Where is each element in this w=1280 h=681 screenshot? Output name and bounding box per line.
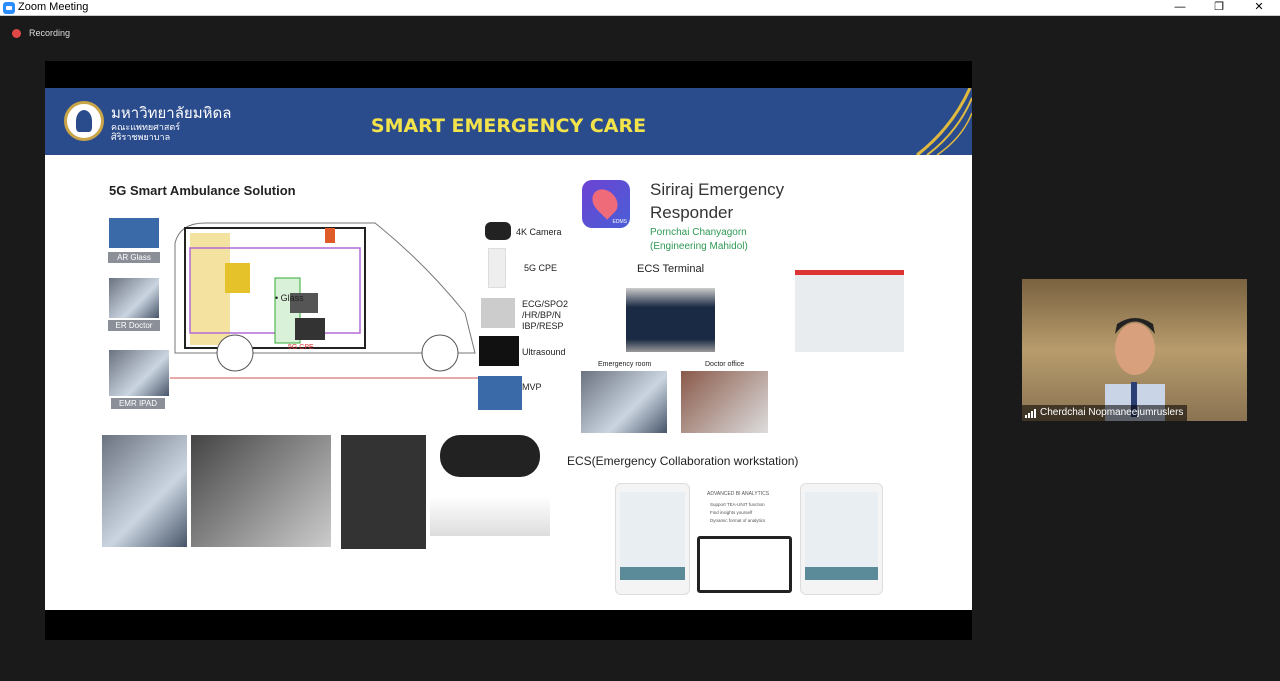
patient-monitor-image — [481, 298, 515, 328]
mahidol-seal-logo — [64, 101, 104, 141]
emergency-room-caption: Emergency room — [598, 361, 652, 368]
hospital-name: ศิริราชพยาบาล — [111, 132, 171, 142]
doctor-office-photo — [681, 371, 768, 433]
recording-label[interactable]: Recording — [29, 28, 71, 38]
participant-video-tile[interactable]: Cherdchai Nopmaneejumruslers — [1022, 279, 1247, 421]
device-4k-camera: 4K Camera — [516, 227, 562, 237]
workstation-photo — [191, 435, 331, 547]
device-vitals-monitor: ECG/SPO2 /HR/BP/N IBP/RESP — [522, 299, 569, 331]
university-name: มหาวิทยาลัยมหิดล — [111, 105, 232, 122]
participant-video-feed — [1105, 318, 1165, 421]
recording-icon — [12, 29, 21, 38]
emergency-room-photo — [581, 371, 667, 433]
5g-cpe-image — [488, 248, 506, 288]
app-name-line2: Responder — [650, 203, 734, 222]
map-screen-photo — [795, 270, 904, 352]
title-bar: Zoom Meeting — ❐ ✕ — [0, 0, 1280, 16]
device-mvp: MVP — [522, 382, 542, 392]
ecs-heading: ECS(Emergency Collaboration workstation) — [567, 454, 799, 468]
minimize-button[interactable]: — — [1174, 1, 1186, 13]
device-5g-cpe: 5G CPE — [524, 263, 558, 273]
er-doctor-label: ER Doctor — [108, 320, 160, 331]
bi-point-2: Find insights yourself — [710, 510, 753, 515]
app-author: Pornchai Chanyagorn — [650, 227, 747, 238]
bi-point-3: Dynamic format of analytics — [710, 518, 766, 523]
ultrasound-image — [479, 336, 519, 366]
faculty-name: คณะแพทยศาสตร์ — [111, 122, 181, 132]
smart-glasses-photo — [430, 496, 550, 536]
doctor-office-caption: Doctor office — [705, 361, 745, 368]
handheld-device-photo — [102, 435, 187, 547]
er-doctor-image — [109, 278, 159, 318]
tablet-analytics — [800, 483, 883, 595]
4k-camera-image — [485, 222, 511, 240]
restore-button[interactable]: ❐ — [1214, 1, 1224, 13]
app-name-line1: Siriraj Emergency — [650, 180, 785, 199]
ar-glass-label: AR Glass — [108, 252, 160, 263]
app-icon-text: EDMS — [612, 219, 627, 225]
close-button[interactable]: ✕ — [1254, 1, 1264, 13]
5g-cpe-inner-label: 5G CPE — [288, 344, 314, 351]
bi-point-1: Support TEA-UNIT function — [710, 502, 765, 507]
zoom-logo-icon — [3, 2, 15, 14]
ambulance-heading: 5G Smart Ambulance Solution — [109, 183, 296, 198]
slide-header: มหาวิทยาลัยมหิดล คณะแพทยศาสตร์ ศิริราชพย… — [45, 88, 972, 155]
emr-ipad-image — [109, 350, 169, 396]
gold-swoosh-decoration — [916, 88, 972, 155]
tablet-patient-record — [615, 483, 690, 595]
signal-strength-icon — [1025, 409, 1036, 418]
mvp-image — [478, 376, 522, 410]
app-affiliation: (Engineering Mahidol) — [650, 241, 748, 252]
emr-ipad-label: EMR IPAD — [111, 398, 165, 409]
bi-title: ADVANCED BI ANALYTICS — [707, 491, 770, 497]
hololens-photo — [440, 435, 540, 477]
window-title: Zoom Meeting — [18, 1, 89, 13]
glass-label: • Glass — [275, 293, 304, 303]
participant-name: Cherdchai Nopmaneejumruslers — [1040, 407, 1184, 418]
phone-app-photo — [341, 435, 426, 549]
ecs-terminal-heading: ECS Terminal — [637, 263, 705, 275]
responder-app-icon: EDMS — [582, 180, 630, 228]
slide-title: SMART EMERGENCY CARE — [370, 115, 647, 137]
laptop-dashboard — [697, 536, 792, 593]
device-ultrasound: Ultrasound — [522, 347, 566, 357]
participant-name-tag: Cherdchai Nopmaneejumruslers — [1022, 405, 1188, 421]
presentation-slide: มหาวิทยาลัยมหิดล คณะแพทยศาสตร์ ศิริราชพย… — [45, 88, 972, 610]
ambulance-diagram — [170, 222, 485, 379]
ar-glass-image — [109, 218, 159, 248]
ecs-terminal-photo — [626, 288, 715, 352]
